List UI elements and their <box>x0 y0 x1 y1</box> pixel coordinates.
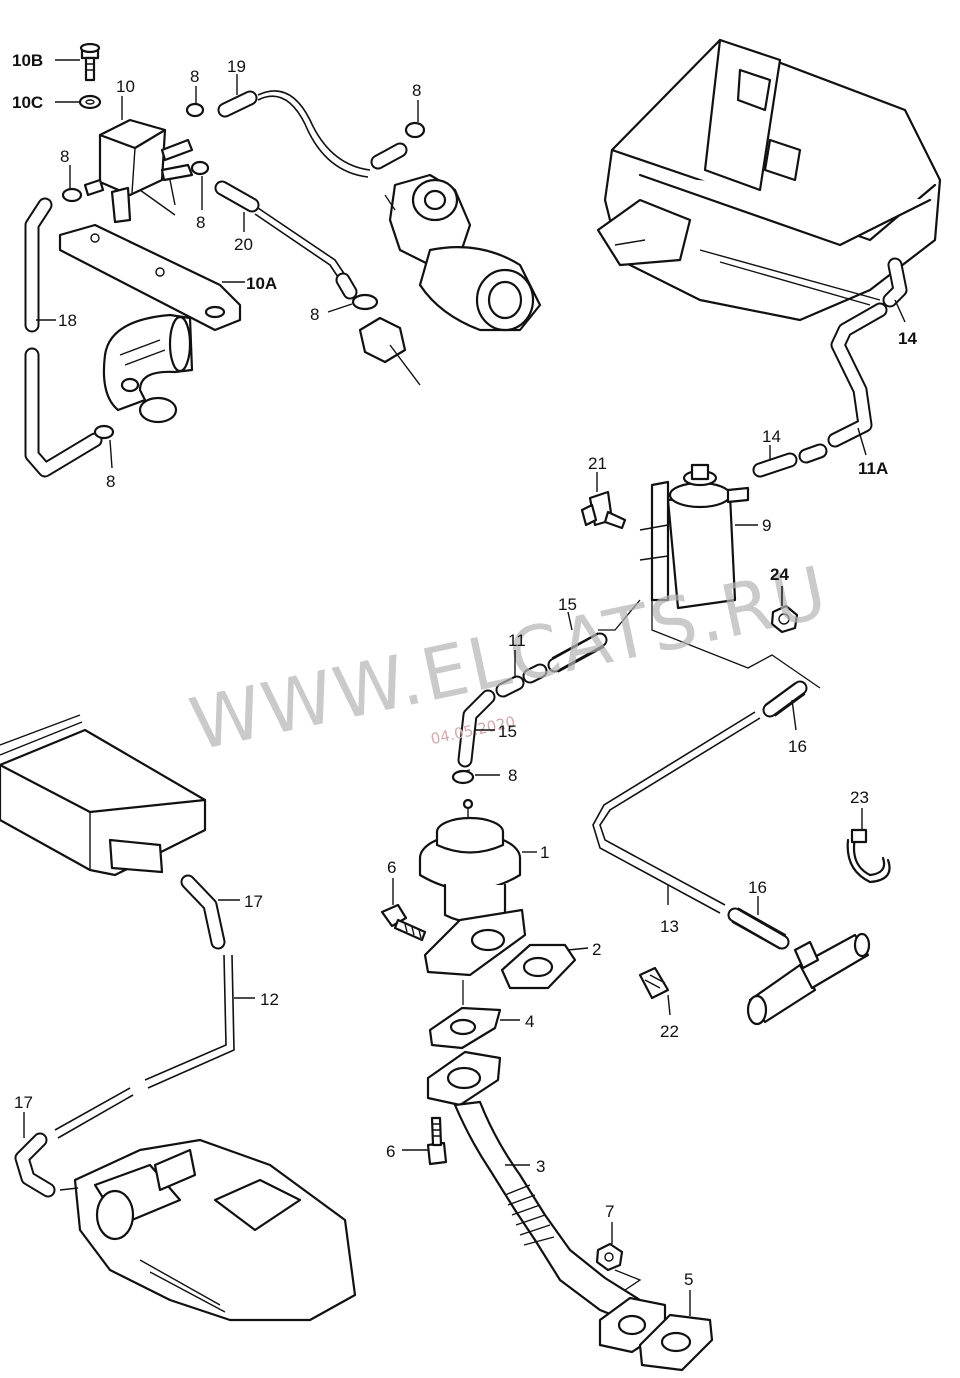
label-12: 12 <box>260 990 279 1009</box>
label-13: 13 <box>660 917 679 936</box>
label-15-upper: 15 <box>558 595 577 614</box>
gasket-5 <box>638 1313 714 1372</box>
label-10a: 10A <box>246 274 277 293</box>
bolt-6-lower <box>426 1116 448 1166</box>
label-24: 24 <box>770 565 789 584</box>
label-17-upper: 17 <box>244 892 263 911</box>
clamp-23 <box>846 828 891 884</box>
bolt-6-upper <box>380 903 427 942</box>
label-8-vacuum: 8 <box>310 305 319 324</box>
egr-valve-1 <box>418 798 527 977</box>
hose-15-lower <box>457 689 496 768</box>
heat-exchanger <box>0 714 207 877</box>
label-17-lower: 17 <box>14 1093 33 1112</box>
pressure-converter-valve-9 <box>639 463 750 610</box>
clamp-8-lower-left <box>93 424 115 440</box>
nut-24 <box>770 604 799 634</box>
hose-19 <box>217 90 371 178</box>
label-8-egr: 8 <box>508 766 517 785</box>
hose-20 <box>214 180 346 281</box>
label-8-turbo: 8 <box>412 81 421 100</box>
bolt-10b <box>79 42 101 82</box>
label-10b: 10B <box>12 51 43 70</box>
label-3: 3 <box>536 1157 545 1176</box>
hose-15-upper <box>547 632 608 673</box>
hose-16-upper <box>762 680 808 718</box>
sensor-21 <box>580 490 627 530</box>
turbocharger <box>384 173 542 332</box>
egr-pipe-3 <box>426 1050 667 1354</box>
vacuum-unit <box>358 316 421 386</box>
hose-turbo-pieces <box>335 142 408 300</box>
t-connector <box>746 932 871 1026</box>
hose-17-lower <box>14 1132 56 1198</box>
clamp-8-left <box>61 187 83 203</box>
label-22: 22 <box>660 1022 679 1041</box>
air-filter-housing <box>596 38 942 322</box>
label-11: 11 <box>508 631 526 650</box>
label-1: 1 <box>540 843 549 862</box>
clamp-8-turbo <box>404 121 426 139</box>
label-5: 5 <box>684 1270 693 1289</box>
nut-7 <box>595 1242 642 1291</box>
bracket-10a <box>58 179 242 332</box>
washer-10c <box>78 94 102 110</box>
line-12 <box>54 954 235 1139</box>
routing-line-16 <box>651 595 821 689</box>
clamp-8-top <box>185 102 210 176</box>
gasket-2 <box>500 943 577 990</box>
hose-11 <box>495 663 548 698</box>
label-10c: 10C <box>12 93 43 112</box>
clip-22 <box>638 966 670 1000</box>
filter-housing-lower <box>59 1138 357 1322</box>
label-7: 7 <box>605 1202 614 1221</box>
line-13 <box>592 711 761 914</box>
label-2: 2 <box>592 940 601 959</box>
label-8-left: 8 <box>60 147 69 166</box>
intake-bend <box>102 313 194 424</box>
label-11a: 11A <box>858 459 888 478</box>
hose-18 <box>24 197 103 478</box>
label-19: 19 <box>227 57 246 76</box>
label-16-upper: 16 <box>788 737 807 756</box>
label-4: 4 <box>525 1012 534 1031</box>
gasket-4 <box>428 980 502 1050</box>
label-14-top: 14 <box>898 329 917 348</box>
valve-10 <box>83 118 194 224</box>
hose-14-piece <box>752 443 828 478</box>
label-20: 20 <box>234 235 253 254</box>
clamp-8-egr <box>451 769 475 785</box>
label-10: 10 <box>116 77 135 96</box>
label-21: 21 <box>588 454 607 473</box>
label-16-lower: 16 <box>748 878 767 897</box>
label-9: 9 <box>762 516 771 535</box>
label-6-lower: 6 <box>386 1142 395 1161</box>
hose-11a <box>827 302 888 448</box>
label-23: 23 <box>850 788 869 807</box>
hose-17-upper <box>180 874 226 950</box>
label-14-mid: 14 <box>762 427 781 446</box>
label-8-mid: 8 <box>196 213 205 232</box>
label-15-lower: 15 <box>498 722 517 741</box>
label-6-upper: 6 <box>387 858 396 877</box>
routing-line-15 <box>598 599 641 631</box>
hose-16-lower <box>727 907 790 950</box>
clamp-8-vacuum <box>351 293 379 311</box>
label-18: 18 <box>58 311 77 330</box>
callouts: 10B 10C 10 8 19 8 8 8 20 10A 8 18 8 14 1… <box>12 51 917 1316</box>
label-8-bottom: 8 <box>106 472 115 491</box>
label-8-top: 8 <box>190 67 199 86</box>
